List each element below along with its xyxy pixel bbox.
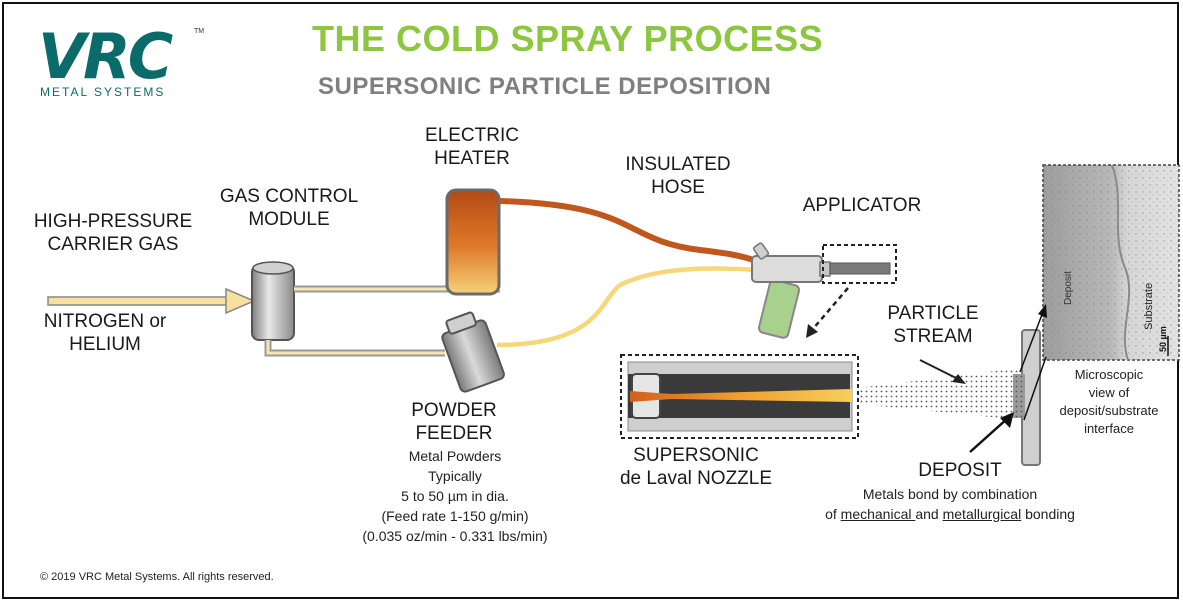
particle-stream-label: PARTICLE STREAM — [868, 302, 998, 348]
logo-trademark: TM — [194, 28, 205, 35]
nitrogen-line2: HELIUM — [69, 334, 141, 355]
stream-line2: STREAM — [893, 326, 973, 347]
high-pressure-line2: CARRIER GAS — [47, 234, 179, 255]
deposit-details: Metals bond by combination of mechanical… — [790, 484, 1110, 524]
gas-control-label: GAS CONTROL MODULE — [204, 185, 374, 231]
gas-line-to-feeder — [264, 340, 445, 357]
microscope-image — [1042, 164, 1180, 361]
powder-detail-2: Typically — [428, 468, 482, 484]
micro-substrate-label: Substrate — [1143, 282, 1155, 330]
powder-line2: FEEDER — [415, 423, 493, 444]
insulated-hose — [498, 198, 761, 265]
microscopic-view-label: Microscopic view of deposit/substrate in… — [1038, 366, 1180, 438]
nozzle-line2: de Laval NOZZLE — [619, 468, 773, 489]
stream-line1: PARTICLE — [887, 303, 979, 324]
micro-scale-label: 50 µm — [1158, 326, 1168, 352]
applicator-gun — [751, 242, 891, 339]
powder-feeder-label: POWDER FEEDER — [384, 399, 524, 445]
substrate-plate — [1013, 329, 1041, 466]
gas-control-line2: MODULE — [248, 209, 330, 230]
applicator-nozzle-callout — [822, 244, 897, 284]
nitrogen-helium-label: NITROGEN or HELIUM — [20, 310, 190, 356]
copyright-notice: © 2019 VRC Metal Systems. All rights res… — [40, 571, 274, 583]
deposit-detail-2a: of — [825, 506, 841, 522]
electric-heater-label: ELECTRIC HEATER — [402, 124, 542, 170]
vrc-logo: VRC TM METAL SYSTEMS — [36, 20, 206, 102]
hose-line2: HOSE — [651, 177, 705, 198]
de-laval-nozzle-detail — [620, 354, 859, 439]
micro-line1: Microscopic — [1074, 367, 1144, 382]
gas-control-module — [251, 261, 295, 341]
hose-line1: INSULATED — [625, 154, 731, 175]
insulated-hose-label: INSULATED HOSE — [608, 153, 748, 199]
powder-detail-5: (0.035 oz/min - 0.331 lbs/min) — [362, 528, 548, 544]
high-pressure-label: HIGH-PRESSURE CARRIER GAS — [18, 210, 208, 256]
deposit-detail-2e: bonding — [1021, 506, 1075, 522]
micro-line3: deposit/substrate — [1059, 403, 1159, 418]
powder-detail-1: Metal Powders — [408, 448, 502, 464]
logo-subtitle: METAL SYSTEMS — [40, 85, 166, 99]
deposit-detail-2: of mechanical and metallurgical bonding — [790, 504, 1110, 524]
powder-detail-4: (Feed rate 1-150 g/min) — [381, 508, 529, 524]
powder-details: Metal Powders Typically 5 to 50 µm in di… — [320, 446, 590, 546]
applicator-label: APPLICATOR — [802, 195, 922, 216]
high-pressure-line1: HIGH-PRESSURE — [33, 211, 193, 232]
micro-line2: view of — [1088, 385, 1130, 400]
page-title: THE COLD SPRAY PROCESS — [312, 18, 824, 59]
powder-detail-3: 5 to 50 µm in dia. — [401, 488, 509, 504]
mechanical-word: mechanical — [840, 506, 916, 522]
heater-line2: HEATER — [434, 148, 510, 169]
powder-feed-line — [496, 266, 761, 348]
deposit-detail-2c: and — [915, 506, 943, 522]
deposit-detail-1: Metals bond by combination — [862, 486, 1038, 502]
nozzle-label: SUPERSONIC de Laval NOZZLE — [596, 444, 796, 490]
nitrogen-line1: NITROGEN or — [43, 311, 167, 332]
micro-line4: interface — [1084, 421, 1134, 436]
gas-control-line1: GAS CONTROL — [219, 186, 359, 207]
metallurgical-word: metallurgical — [942, 506, 1022, 522]
nozzle-callout-arrow — [806, 287, 849, 338]
electric-heater — [445, 188, 501, 296]
deposit-label: DEPOSIT — [918, 460, 1002, 481]
particle-stream — [858, 368, 1022, 420]
nozzle-line1: SUPERSONIC — [633, 445, 759, 466]
gas-inlet-arrow — [47, 287, 256, 315]
powder-feeder — [441, 311, 505, 393]
micro-deposit-label: Deposit — [1063, 271, 1074, 305]
heater-line1: ELECTRIC — [425, 125, 519, 146]
logo-wordmark: VRC — [38, 20, 173, 93]
page-subtitle: SUPERSONIC PARTICLE DEPOSITION — [318, 73, 772, 100]
powder-line1: POWDER — [411, 400, 497, 421]
